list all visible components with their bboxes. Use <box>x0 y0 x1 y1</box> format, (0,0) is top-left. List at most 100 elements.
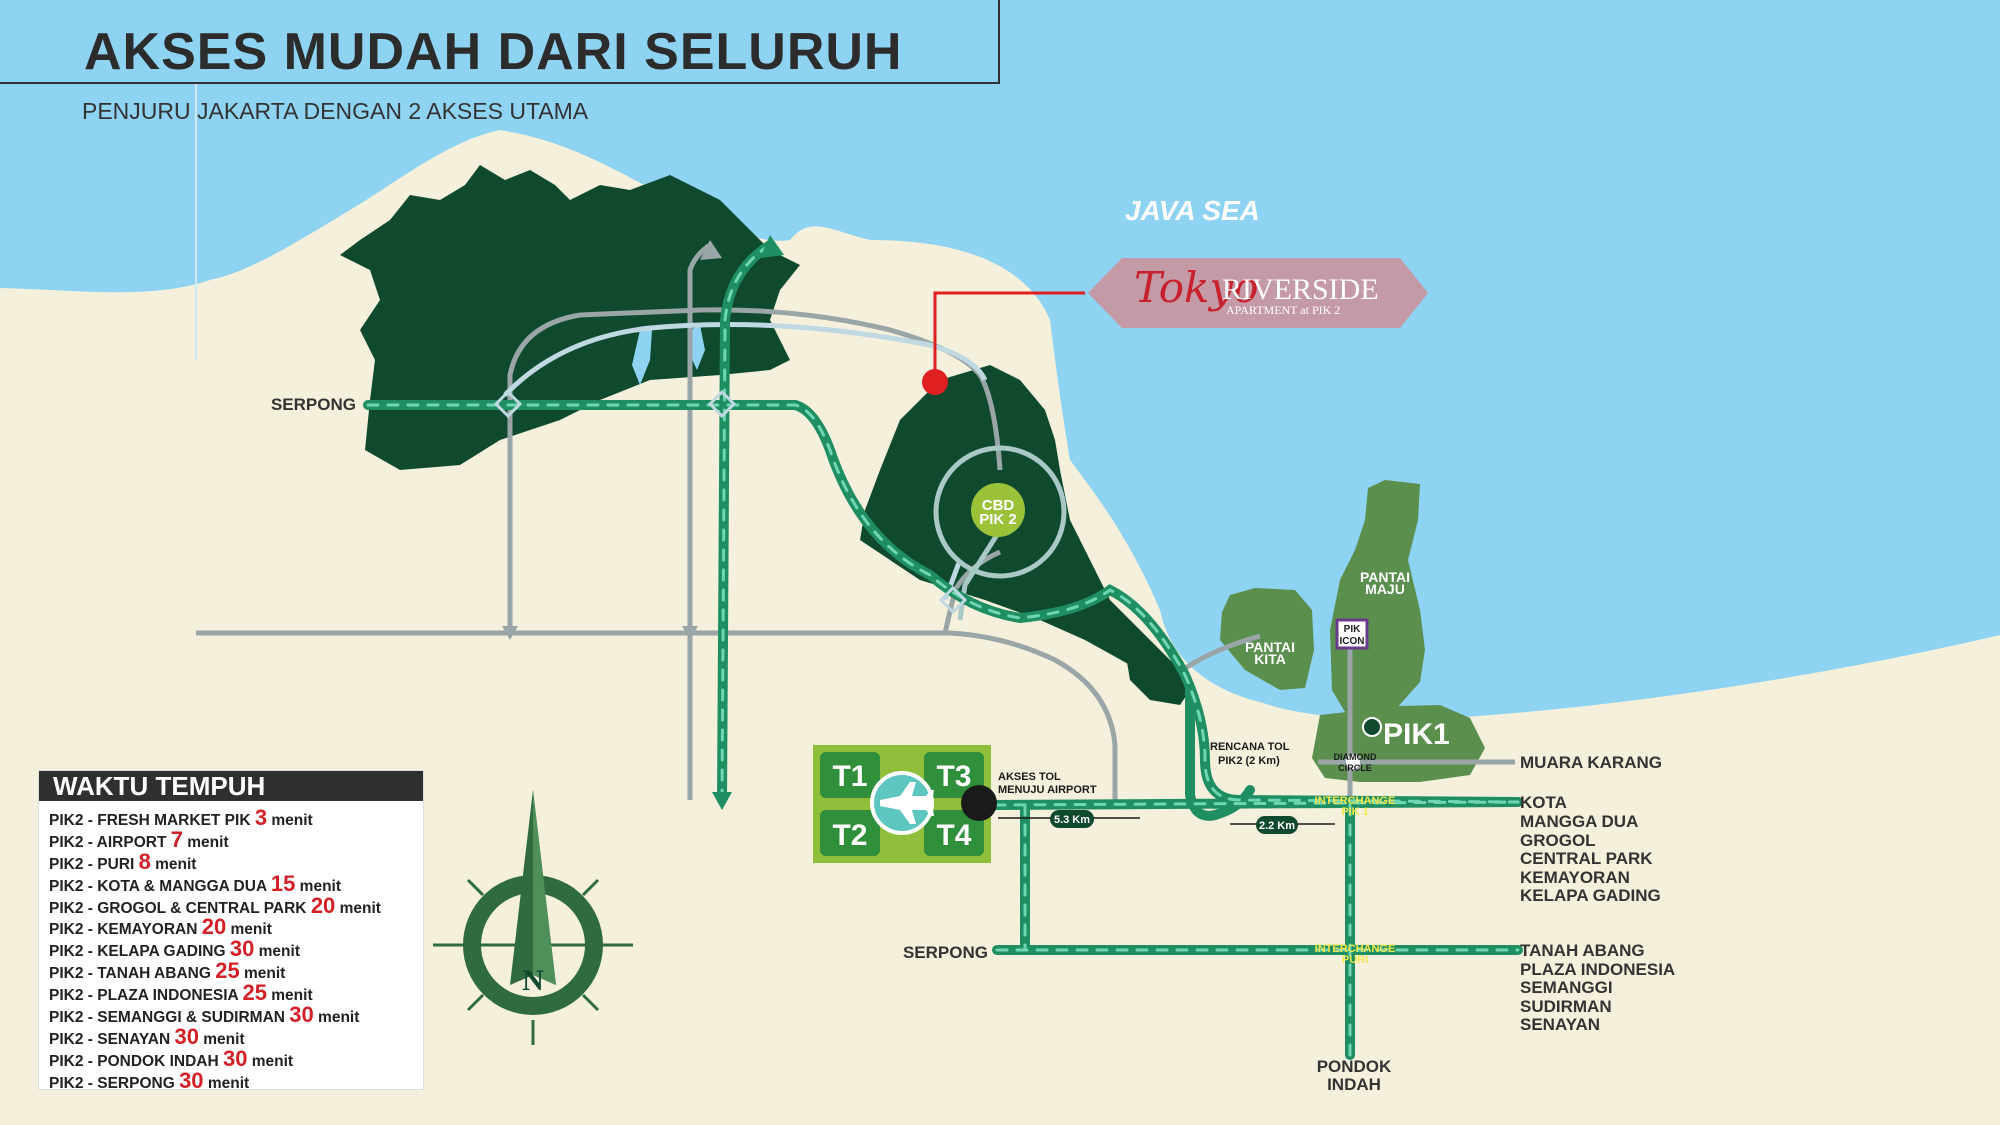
sea-label: JAVA SEA <box>1125 195 1260 226</box>
badge-tagline: APARTMENT at PIK 2 <box>1226 303 1340 317</box>
travel-unit: menit <box>198 1030 245 1048</box>
destination-east-2: TANAH ABANG <box>1520 941 1645 960</box>
distance-label: 5.3 Km <box>1054 814 1090 826</box>
travel-minutes: 25 <box>215 958 240 984</box>
pik1-label: PIK1 <box>1383 718 1450 751</box>
travel-time-item: PIK2 - TANAH ABANG 25 menit <box>49 958 423 984</box>
destination-serpong-bottom: SERPONG <box>903 943 988 962</box>
travel-route: PIK2 - AIRPORT <box>49 833 171 851</box>
pantai-maju-label: MAJU <box>1365 581 1405 597</box>
pik1-node <box>1362 717 1382 737</box>
travel-minutes: 20 <box>310 892 336 918</box>
rencana-tol-label: RENCANA TOL <box>1210 741 1290 753</box>
travel-route: PIK2 - TANAH ABANG <box>49 965 216 983</box>
travel-minutes: 15 <box>270 870 296 896</box>
destination-east-1: KOTA <box>1520 793 1567 812</box>
travel-route: PIK2 - PLAZA INDONESIA <box>49 987 243 1005</box>
travel-time-item: PIK2 - KOTA & MANGGA DUA 15 menit <box>49 870 423 896</box>
travel-minutes: 7 <box>170 826 183 852</box>
travel-minutes: 30 <box>222 1045 248 1071</box>
lake-1 <box>632 330 652 385</box>
pantai-maju-label: PANTAI <box>1360 569 1410 585</box>
compass-icon <box>433 790 633 1045</box>
cbd-connector <box>957 528 1003 621</box>
cbd-pik2-node <box>971 483 1025 537</box>
travel-unit: menit <box>266 987 313 1005</box>
travel-route: PIK2 - PURI <box>49 855 139 873</box>
pantai-maju-land <box>1330 480 1425 712</box>
destination-east-2: PLAZA INDONESIA <box>1520 960 1675 979</box>
travel-route: PIK2 - KELAPA GADING <box>49 943 230 961</box>
travel-route: PIK2 - SENAYAN <box>49 1030 175 1048</box>
interchange-puri-label: PURI <box>1342 954 1368 966</box>
arrow-down-icon <box>682 626 698 640</box>
travel-time-item: PIK2 - KELAPA GADING 30 menit <box>49 936 423 962</box>
diamond-circle-label: DIAMOND <box>1334 752 1377 762</box>
travel-unit: menit <box>267 812 313 829</box>
travel-route: PIK2 - GROGOL & CENTRAL PARK <box>49 899 311 917</box>
pantai-kita-label: PANTAI <box>1245 639 1295 655</box>
cbd-label: CBD <box>982 497 1015 514</box>
terminal-label: T4 <box>936 819 971 852</box>
travel-time-item: PIK2 - FRESH MARKET PIK 3 menit <box>49 805 423 830</box>
travel-minutes: 8 <box>138 848 151 874</box>
travel-minutes: 25 <box>242 980 267 1006</box>
travel-unit: menit <box>203 1074 250 1092</box>
pik2-island-east <box>860 365 1190 690</box>
airport-access-label: MENUJU AIRPORT <box>998 784 1097 796</box>
travel-route: PIK2 - PONDOK INDAH <box>49 1052 223 1070</box>
destination-pondok-indah: INDAH <box>1327 1075 1381 1094</box>
interchange-pik1-label: PIK 1 <box>1341 806 1369 818</box>
travel-time-item: PIK2 - SEMANGGI & SUDIRMAN 30 menit <box>49 1002 423 1028</box>
terminal-box <box>924 752 984 798</box>
destination-east-1: CENTRAL PARK <box>1520 849 1653 868</box>
pik2-tail <box>1125 650 1190 705</box>
travel-unit: menit <box>239 965 286 983</box>
lake-2 <box>690 325 705 370</box>
legend-title: WAKTU TEMPUH <box>39 771 423 801</box>
travel-time-item: PIK2 - AIRPORT 7 menit <box>49 826 423 852</box>
travel-route: PIK2 - SERPONG <box>49 1074 180 1092</box>
sea <box>0 0 2000 720</box>
pik-icon-label: ICON <box>1340 636 1365 647</box>
destination-east-2: SENAYAN <box>1520 1015 1600 1034</box>
arrow-down-icon <box>712 792 732 810</box>
travel-time-item: PIK2 - KEMAYORAN 20 menit <box>49 916 423 939</box>
travel-route: PIK2 - SEMANGGI & SUDIRMAN <box>49 1009 290 1027</box>
travel-route: PIK2 - FRESH MARKET PIK <box>49 812 255 829</box>
travel-minutes: 30 <box>179 1067 204 1093</box>
terminal-box <box>924 810 984 856</box>
travel-minutes: 30 <box>289 1002 314 1028</box>
distance-badge <box>1050 810 1094 828</box>
pantai-kita-land <box>1220 588 1314 690</box>
travel-time-legend: WAKTU TEMPUH PIK2 - FRESH MARKET PIK 3 m… <box>38 770 424 1093</box>
travel-minutes: 30 <box>174 1023 199 1049</box>
travel-time-item: PIK2 - SENAYAN 30 menit <box>49 1023 423 1049</box>
terminal-box <box>820 752 880 798</box>
travel-minutes: 3 <box>254 805 268 830</box>
interchange-puri-label: INTERCHANGE <box>1315 943 1396 955</box>
destination-east-2: SEMANGGI <box>1520 978 1613 997</box>
destination-serpong-top: SERPONG <box>271 395 356 414</box>
cbd-ring-road <box>933 445 1067 579</box>
diamond-circle-node <box>1344 753 1362 771</box>
terminal-box <box>820 810 880 856</box>
travel-minutes: 30 <box>229 936 255 962</box>
marker-line <box>933 291 1085 382</box>
travel-time-item: PIK2 - PONDOK INDAH 30 menit <box>49 1045 423 1071</box>
travel-route: PIK2 - KOTA & MANGGA DUA <box>49 877 271 895</box>
pantai-kita-label: KITA <box>1254 651 1286 667</box>
destination-east-1: KELAPA GADING <box>1520 886 1661 905</box>
compass-north-label: N <box>522 964 544 997</box>
travel-unit: menit <box>254 943 300 961</box>
airport-access-label: AKSES TOL <box>998 771 1061 783</box>
travel-unit: menit <box>247 1052 294 1070</box>
travel-time-item: PIK2 - PURI 8 menit <box>49 848 423 874</box>
location-marker-icon <box>922 369 948 395</box>
cbd-label: PIK 2 <box>979 511 1017 528</box>
toll-roads <box>363 240 1523 1060</box>
pik-icon-box <box>1335 618 1369 650</box>
diamond-circle-label: CIRCLE <box>1338 763 1372 773</box>
badge-name: RIVERSIDE <box>1222 273 1379 306</box>
distance-badge <box>1256 816 1298 834</box>
